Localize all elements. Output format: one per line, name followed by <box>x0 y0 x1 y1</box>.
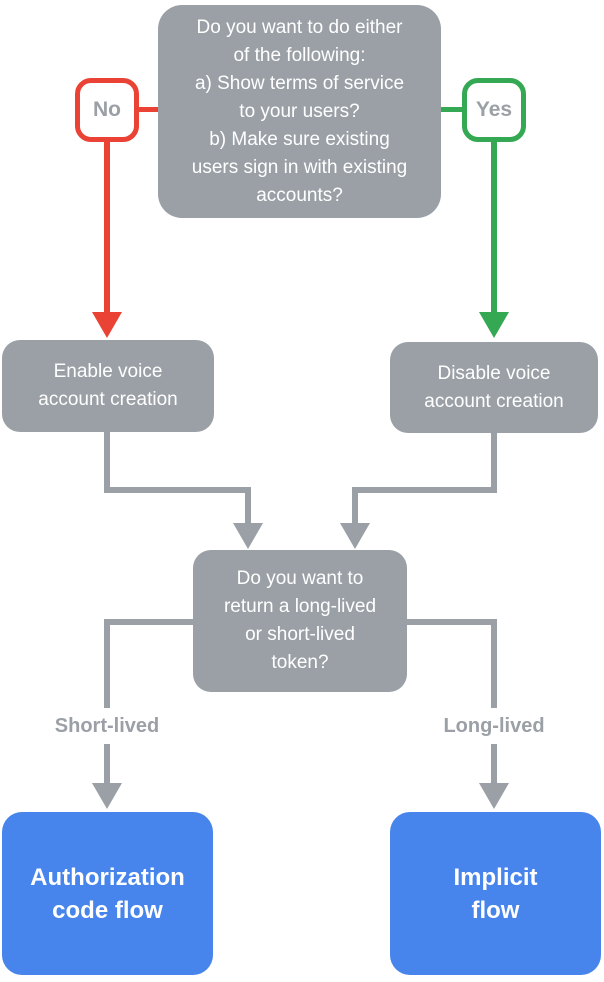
disable-arrowhead-icon <box>340 523 370 549</box>
no-badge: No <box>75 78 139 142</box>
enable-edge-horizontal <box>104 487 251 493</box>
question-node-top: Do you want to do either of the followin… <box>158 5 441 218</box>
short-lived-edge-horizontal <box>104 619 193 625</box>
no-edge-horizontal <box>139 107 158 112</box>
disable-edge-horizontal <box>352 487 497 493</box>
yes-arrowhead-icon <box>479 312 509 338</box>
enable-edge-stem <box>245 487 251 525</box>
short-lived-edge-vertical <box>104 619 110 785</box>
authorization-code-flow-node: Authorization code flow <box>2 812 213 975</box>
enable-edge-vertical <box>104 430 110 493</box>
yes-edge-vertical <box>491 140 497 312</box>
token-question-node: Do you want to return a long-lived or sh… <box>193 550 407 692</box>
disable-edge-stem <box>352 487 358 525</box>
enable-arrowhead-icon <box>233 523 263 549</box>
short-lived-arrowhead-icon <box>92 783 122 809</box>
long-lived-edge-vertical <box>491 619 497 785</box>
no-arrowhead-icon <box>92 312 122 338</box>
implicit-flow-node: Implicit flow <box>390 812 601 975</box>
yes-edge-horizontal <box>441 107 462 112</box>
short-lived-edge-label: Short-lived <box>23 708 191 744</box>
yes-badge: Yes <box>462 78 526 142</box>
long-lived-arrowhead-icon <box>479 783 509 809</box>
disable-edge-vertical <box>491 431 497 493</box>
long-lived-edge-label: Long-lived <box>408 708 580 744</box>
long-lived-edge-horizontal <box>407 619 497 625</box>
disable-voice-node: Disable voice account creation <box>390 342 598 433</box>
no-edge-vertical <box>104 140 110 312</box>
enable-voice-node: Enable voice account creation <box>2 340 214 432</box>
